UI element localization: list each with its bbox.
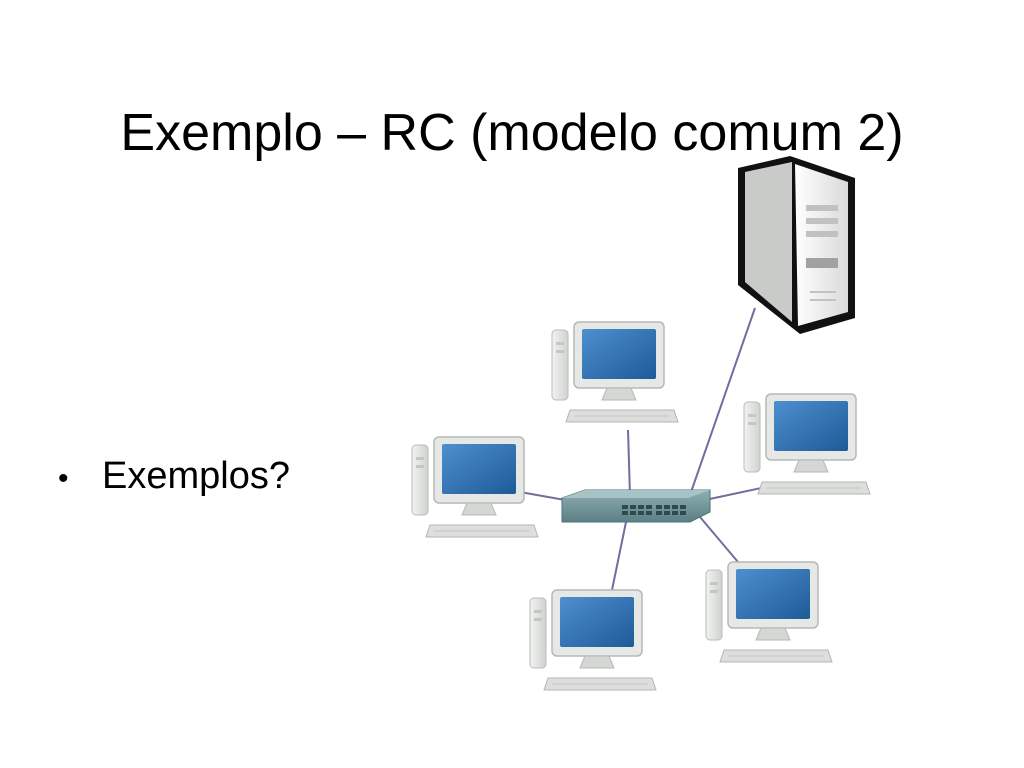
computer-bottom-right-icon bbox=[705, 561, 833, 663]
server-icon bbox=[738, 156, 855, 334]
bullet-marker: • bbox=[58, 462, 69, 495]
bullet-list: • Exemplos? bbox=[58, 450, 290, 505]
computer-right-icon bbox=[743, 393, 871, 495]
cable-top bbox=[627, 429, 631, 497]
cable-left bbox=[519, 491, 566, 501]
switch-icon bbox=[561, 489, 711, 523]
network-cables bbox=[519, 307, 767, 591]
cable-right bbox=[704, 486, 767, 501]
cable-bottom bbox=[611, 521, 627, 591]
computer-bottom-icon bbox=[529, 589, 657, 691]
slide-title: Exemplo – RC (modelo comum 2) bbox=[120, 103, 904, 162]
cable-server bbox=[689, 307, 756, 496]
computer-left-icon bbox=[411, 436, 539, 538]
bullet-text: Exemplos? bbox=[102, 455, 290, 497]
computer-top-icon bbox=[551, 321, 679, 423]
bullet-item: • Exemplos? bbox=[58, 450, 290, 505]
cable-bottom-right bbox=[699, 516, 739, 563]
